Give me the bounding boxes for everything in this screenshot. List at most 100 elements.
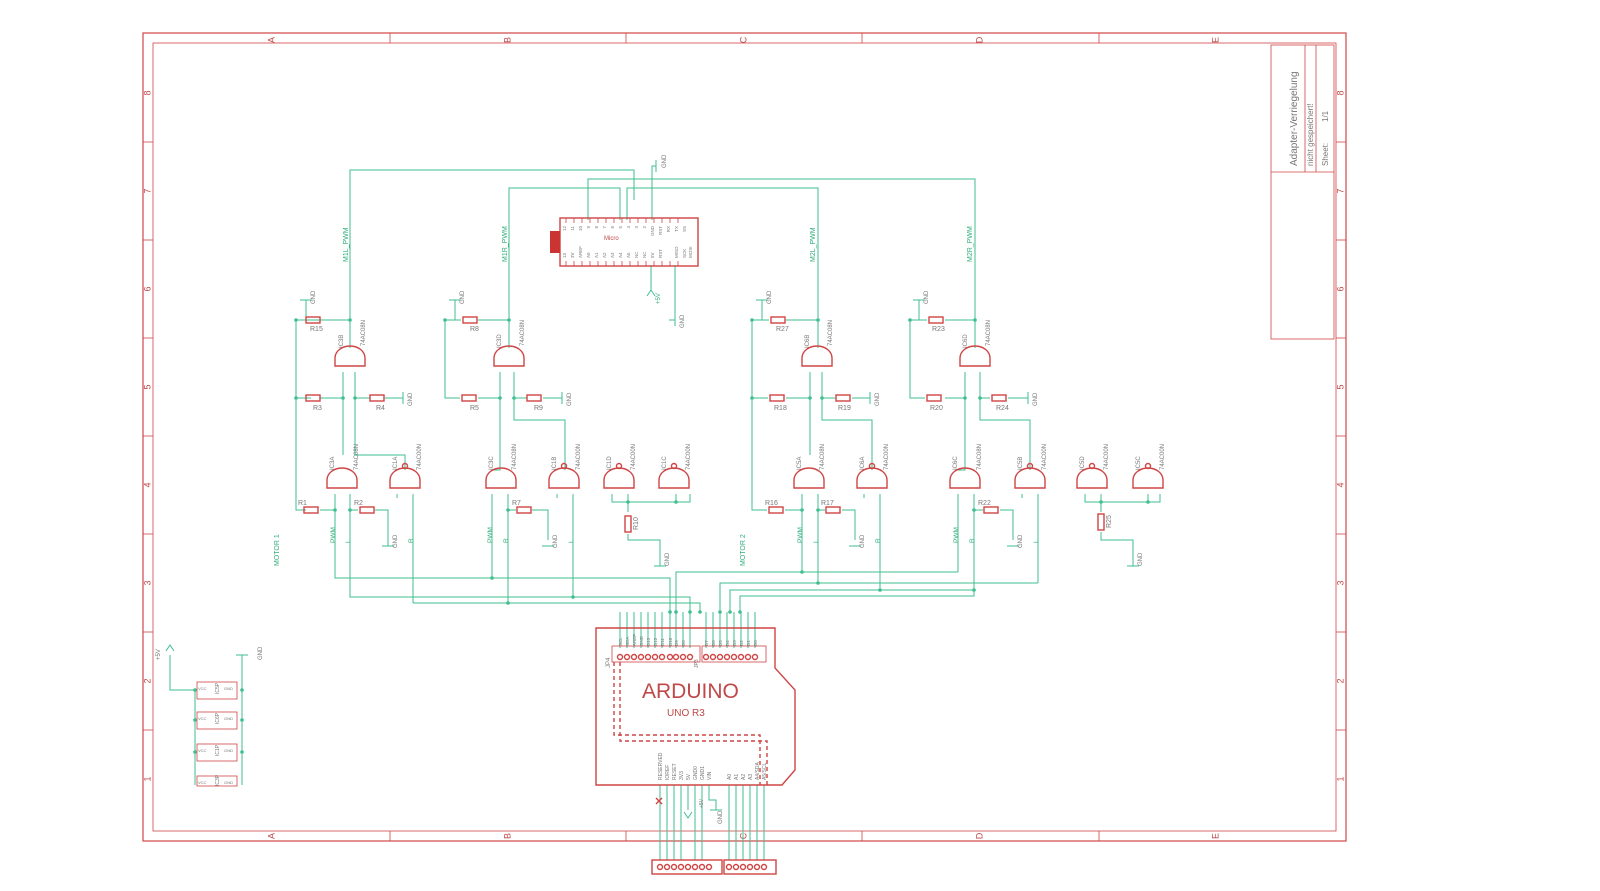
net-label-pwm-1: PWM <box>330 527 337 543</box>
power-vcc-2: VCC <box>198 716 207 721</box>
micro-gnd-bottom-label: GND <box>680 314 686 328</box>
gnd-label-8: GND <box>1033 392 1039 406</box>
micro-pin-11: 11 <box>570 226 575 231</box>
arduino-pin-d12: D12 <box>653 637 658 646</box>
micro-usb-connector <box>550 231 560 253</box>
resistor-r20: R20 <box>930 405 943 412</box>
arduino-model: UNO R3 <box>667 708 705 719</box>
arduino-pin-vin: VIN <box>707 771 713 780</box>
gnd-label-5: GND <box>408 392 414 406</box>
gate-ic6a-name: IC6A <box>860 457 866 470</box>
net-label-m2l-pwm: M2L_PWM <box>810 227 817 262</box>
gate-ic1d-chip: 74AC00N <box>631 444 637 470</box>
gnd-label-3: GND <box>767 290 773 304</box>
power-part-4: IC3P <box>215 774 221 786</box>
arduino-pin-d5: D5 <box>718 640 723 646</box>
micro-label: Micro <box>604 236 619 242</box>
micro-pin-a3: A3 <box>610 252 615 258</box>
gate-ic3a-name: IC3A <box>330 457 336 470</box>
resistor-r17: R17 <box>821 500 834 507</box>
frame-row-5-right: 5 <box>1335 384 1345 389</box>
title-block-title: Adapter-Verriegelung <box>1289 71 1300 166</box>
net-label-r-1: R <box>408 538 415 543</box>
net-label-pwm-4: PWM <box>953 527 960 543</box>
gate-ic3d-chip: 74AC08N <box>520 320 526 346</box>
resistor-r1: R1 <box>298 500 307 507</box>
frame-row-7-left: 7 <box>142 188 152 193</box>
arduino-pin-5v: 5V <box>686 773 692 780</box>
gate-ic1c-name: IC1C <box>662 456 668 470</box>
frame-row-6-right: 6 <box>1335 286 1345 291</box>
micro-pin-5: 5 <box>618 226 623 229</box>
frame-row-3-right: 3 <box>1335 580 1345 585</box>
gate-ic1a-chip: 74AC00N <box>417 444 423 470</box>
micro-pin-nc2: NC <box>642 251 647 258</box>
gnd-symbols: GND GND GND GND GND GND GND GND GND GND … <box>236 290 1144 824</box>
logic-gates: IC3B 74AC08N IC3D 74AC08N IC6B 74AC08N I… <box>326 320 1166 489</box>
arduino-pin-d4: D4 <box>725 640 730 646</box>
power-part-1: IC5P <box>215 682 221 694</box>
net-label-m2r-pwm: M2R_PWM <box>967 226 974 262</box>
resistor-r10: R10 <box>633 517 640 530</box>
resistor-r16: R16 <box>765 500 778 507</box>
micro-pin-2: 2 <box>642 226 647 229</box>
gate-ic3d-name: IC3D <box>497 334 503 348</box>
net-label-m1l-pwm: M1L_PWM <box>343 227 350 262</box>
gnd-label-1: GND <box>311 290 317 304</box>
arduino-pin-d0: D0 <box>753 640 758 646</box>
arduino-pin-a1: A1 <box>734 774 740 780</box>
gnd-label-16: GND <box>718 810 724 824</box>
gate-ic3b-name: IC3B <box>339 335 345 348</box>
net-label-motor2: MOTOR 2 <box>740 534 747 566</box>
resistor-r15: R15 <box>310 326 323 333</box>
gate-ic5c-name: IC5C <box>1136 456 1142 470</box>
arduino-pin-a0: A0 <box>727 774 733 780</box>
frame-col-d-bottom: D <box>974 832 984 839</box>
micro-pin-nc1: NC <box>634 251 639 258</box>
gate-ic3b-chip: 74AC08N <box>361 320 367 346</box>
frame-row-3-left: 3 <box>142 580 152 585</box>
power-gnd-3: GND <box>224 748 233 753</box>
gnd-label-6: GND <box>567 392 573 406</box>
micro-pin-mosi: MOSI <box>688 246 693 258</box>
net-label-r-3: R <box>875 538 882 543</box>
net-label-l-1: L <box>345 539 352 543</box>
resistor-r24: R24 <box>996 405 1009 412</box>
frame-row-4-right: 4 <box>1335 482 1345 487</box>
drawing-frame: A B C D E A B C D E 8 7 6 5 4 3 2 1 8 7 … <box>142 32 1347 842</box>
power-vcc-1: VCC <box>198 686 207 691</box>
net-label-r-4: R <box>969 538 976 543</box>
frame-row-4-left: 4 <box>142 482 152 487</box>
micro-pin-a2: A2 <box>602 252 607 258</box>
arduino-jp4-label: JP4 <box>606 657 612 668</box>
power-gnd-4: GND <box>224 780 233 785</box>
gate-ic6d-name: IC6D <box>963 334 969 348</box>
gate-ic1d-name: IC1D <box>607 456 613 470</box>
frame-col-a-bottom: A <box>266 833 276 839</box>
micro-pin-12: 12 <box>562 226 567 232</box>
micro-5v-label: +5V <box>656 293 662 304</box>
gate-ic3c-name: IC3C <box>489 456 495 470</box>
micro-pin-9: 9 <box>586 226 591 229</box>
power-vcc-3: VCC <box>198 748 207 753</box>
resistor-r4: R4 <box>376 405 385 412</box>
micro-pin-13: 13 <box>562 252 567 258</box>
frame-row-7-right: 7 <box>1335 188 1345 193</box>
arduino-pin-d10: D10 <box>668 637 673 646</box>
arduino-pin-reserved: RESERVED <box>658 752 664 780</box>
resistors: R15 R8 R27 R23 R3 R4 R5 R9 R18 R19 R20 R… <box>298 316 1113 533</box>
frame-col-a-top: A <box>266 37 276 43</box>
power-part-2: IC6P <box>215 712 221 724</box>
micro-pin-ss: SS <box>682 226 687 232</box>
arduino-pin-gnd: GND <box>639 635 644 646</box>
micro-pin-7: 7 <box>602 226 607 229</box>
micro-pin-rst: RST <box>658 226 663 235</box>
arduino-pin-reset: RESET <box>672 763 678 780</box>
gnd-label-13: GND <box>665 552 671 566</box>
arduino-pin-d8: D8 <box>681 640 686 646</box>
power-gnd-1: GND <box>224 686 233 691</box>
gnd-label-12: GND <box>1018 534 1024 548</box>
frame-col-b-bottom: B <box>502 833 512 839</box>
resistor-r9: R9 <box>534 405 543 412</box>
gate-ic6c-name: IC6C <box>953 456 959 470</box>
